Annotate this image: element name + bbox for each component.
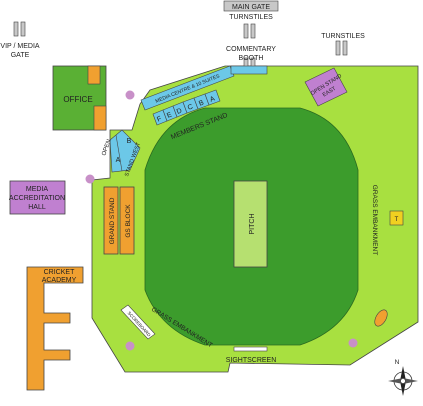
commentary-booth-block <box>230 65 268 75</box>
turnstiles-vip <box>13 21 26 37</box>
turnstiles-right <box>335 40 348 56</box>
block-c-label: C <box>187 103 194 111</box>
vip-media-gate-label-2: GATE <box>11 52 30 59</box>
open-stand-east[interactable] <box>304 67 348 107</box>
commentary-booth-label-2: BOOTH <box>239 55 264 62</box>
block-d-label: D <box>176 107 183 115</box>
block-f-label: F <box>156 116 163 124</box>
commentary-booth-label-1: COMMENTARY <box>226 46 276 53</box>
block-e-label: E <box>166 111 173 119</box>
grand-stand[interactable] <box>103 186 119 255</box>
media-accreditation-label-3: HALL <box>28 204 46 211</box>
open-stand-west[interactable] <box>109 129 141 173</box>
scoreboard[interactable] <box>120 304 156 340</box>
block-b-label: B <box>198 99 205 107</box>
west-b-label: B <box>127 138 132 145</box>
tree-icon <box>85 174 95 184</box>
office-label: OFFICE <box>63 95 92 104</box>
cricket-academy-label-1: CRICKET <box>44 269 75 276</box>
main-gate-box <box>223 0 279 12</box>
media-accreditation-label-2: ACCREDITATION <box>9 195 65 202</box>
members-stand-blocks <box>152 89 221 126</box>
pitch[interactable] <box>233 180 268 268</box>
grand-stand-label: GRAND STAND <box>109 197 116 244</box>
t-marker[interactable] <box>389 210 404 226</box>
open-label: OPEN <box>101 139 112 157</box>
pitch-label: PITCH <box>249 214 256 235</box>
sightscreen-bar <box>233 346 268 352</box>
main-gate-label: MAIN GATE <box>232 4 270 11</box>
compass-rose-icon <box>388 366 418 396</box>
sightscreen-label: SIGHTSCREEN <box>226 357 277 364</box>
t-marker-label: T <box>395 217 399 223</box>
media-accreditation-hall[interactable] <box>9 180 66 215</box>
oval-marker <box>374 309 388 327</box>
tree-icon <box>125 90 135 100</box>
media-centre[interactable] <box>140 65 235 111</box>
block-a-label: A <box>209 95 216 103</box>
turnstiles-right-label: TURNSTILES <box>321 33 365 40</box>
grass-embankment-east-label: GRASS EMBANKMENT <box>371 185 378 255</box>
turnstiles-top-label: TURNSTILES <box>229 14 273 21</box>
gs-block[interactable] <box>119 186 135 255</box>
tree-icon <box>125 341 135 351</box>
open-stand-west-divider <box>115 134 123 172</box>
gs-block-label: GS BLOCK <box>125 204 132 238</box>
west-a-label: A <box>116 157 121 164</box>
cricket-academy[interactable] <box>26 266 84 391</box>
media-accreditation-label-1: MEDIA <box>26 186 49 193</box>
office-annex <box>87 65 101 85</box>
turnstiles-main-gate <box>243 23 256 39</box>
block-a[interactable] <box>204 89 221 106</box>
office-annex-2 <box>93 105 107 131</box>
vip-media-gate-label-1: VIP / MEDIA <box>0 43 39 50</box>
compass-n-label: N <box>395 359 400 366</box>
cricket-academy-label-2: ACADEMY <box>42 277 77 284</box>
tree-icon <box>348 338 358 348</box>
